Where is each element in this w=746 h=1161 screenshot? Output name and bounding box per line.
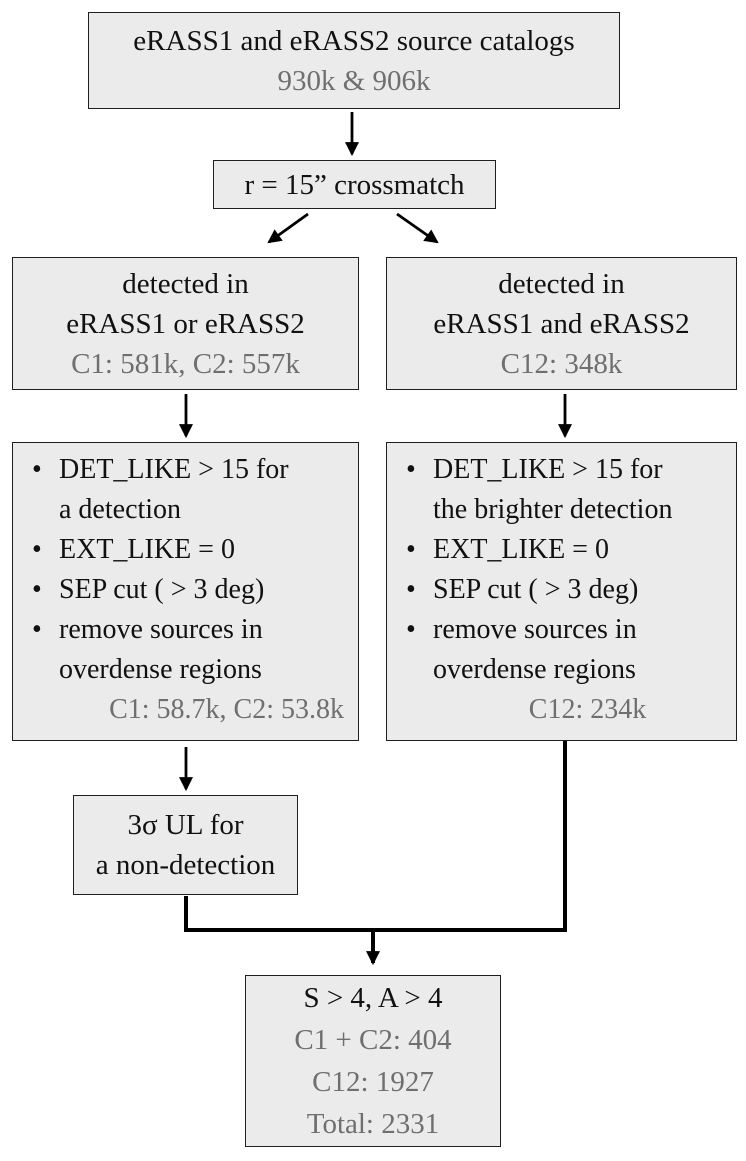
upper-limit-line2: a non-detection (95, 849, 276, 881)
final-count-c1-c2: C1 + C2: 404 (294, 1024, 452, 1056)
box-upper-limit: 3σ UL for a non-detection (73, 795, 298, 895)
cuts-and-list: DET_LIKE > 15 for the brighter detection… (387, 450, 732, 690)
cuts-or-item-overdense: remove sources in overdense regions (32, 610, 354, 690)
cuts-or-item-sep-cut: SEP cut ( > 3 deg) (32, 570, 354, 610)
source-catalogs-title: eRASS1 and eRASS2 source catalogs (133, 24, 575, 57)
cuts-and-item-overdense: remove sources in overdense regions (406, 610, 732, 690)
box-final-selection: S > 4, A > 4 C1 + C2: 404 C12: 1927 Tota… (245, 975, 501, 1147)
crossmatch-label: r = 15” crossmatch (244, 168, 465, 201)
cuts-and-item-sep-cut: SEP cut ( > 3 deg) (406, 570, 732, 610)
cuts-or-list: DET_LIKE > 15 for a detection EXT_LIKE =… (13, 450, 354, 690)
final-count-total: Total: 2331 (306, 1108, 440, 1140)
cuts-or-item-ext-like: EXT_LIKE = 0 (32, 530, 354, 570)
box-cuts-or: DET_LIKE > 15 for a detection EXT_LIKE =… (12, 442, 359, 741)
cuts-or-item-det-like: DET_LIKE > 15 for a detection (32, 450, 354, 530)
box-source-catalogs: eRASS1 and eRASS2 source catalogs 930k &… (88, 12, 620, 109)
final-selection-title: S > 4, A > 4 (303, 982, 443, 1014)
detected-or-line1: detected in (122, 267, 249, 300)
detected-and-line1: detected in (498, 267, 625, 300)
cuts-or-counts: C1: 58.7k, C2: 53.8k (109, 694, 344, 725)
merge-line (184, 741, 567, 932)
detected-or-counts: C1: 581k, C2: 557k (71, 347, 300, 380)
cuts-and-counts: C12: 234k (528, 694, 647, 725)
cuts-and-item-ext-like: EXT_LIKE = 0 (406, 530, 732, 570)
arrow-crossmatch-to-detected-and (396, 212, 439, 244)
box-crossmatch: r = 15” crossmatch (213, 160, 496, 209)
source-catalogs-counts: 930k & 906k (277, 64, 431, 97)
cuts-and-item-det-like: DET_LIKE > 15 for the brighter detection (406, 450, 732, 530)
detected-and-line2: eRASS1 and eRASS2 (433, 307, 690, 340)
detected-or-line2: eRASS1 or eRASS2 (66, 307, 305, 340)
box-cuts-and: DET_LIKE > 15 for the brighter detection… (386, 442, 737, 741)
arrow-crossmatch-to-detected-or (267, 212, 309, 244)
detected-and-counts: C12: 348k (500, 347, 623, 380)
upper-limit-line1: 3σ UL for (127, 809, 244, 841)
box-detected-or: detected in eRASS1 or eRASS2 C1: 581k, C… (12, 257, 359, 390)
box-detected-and: detected in eRASS1 and eRASS2 C12: 348k (386, 257, 737, 390)
final-count-c12: C12: 1927 (312, 1066, 434, 1098)
